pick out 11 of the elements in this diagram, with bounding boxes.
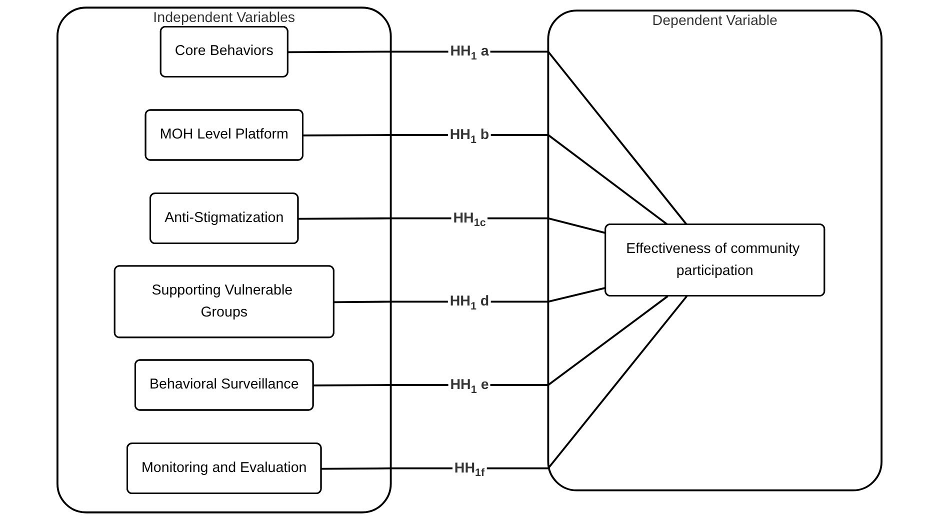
edge-label: HH$_{1f}$ <box>454 460 485 479</box>
edge-label: HH$_{1}$ a <box>450 42 489 62</box>
connector <box>321 296 688 470</box>
edge-label: HH$_{1}$ e <box>450 376 489 396</box>
edge-label: HH$_{1}$ b <box>450 126 490 146</box>
connector <box>298 217 606 234</box>
edge-label: HH$_{1}$ d <box>450 292 490 312</box>
connector <box>288 50 688 226</box>
connector <box>314 295 668 386</box>
edge-label: HH$_{1c}$ <box>453 210 486 229</box>
connector <box>303 134 668 226</box>
